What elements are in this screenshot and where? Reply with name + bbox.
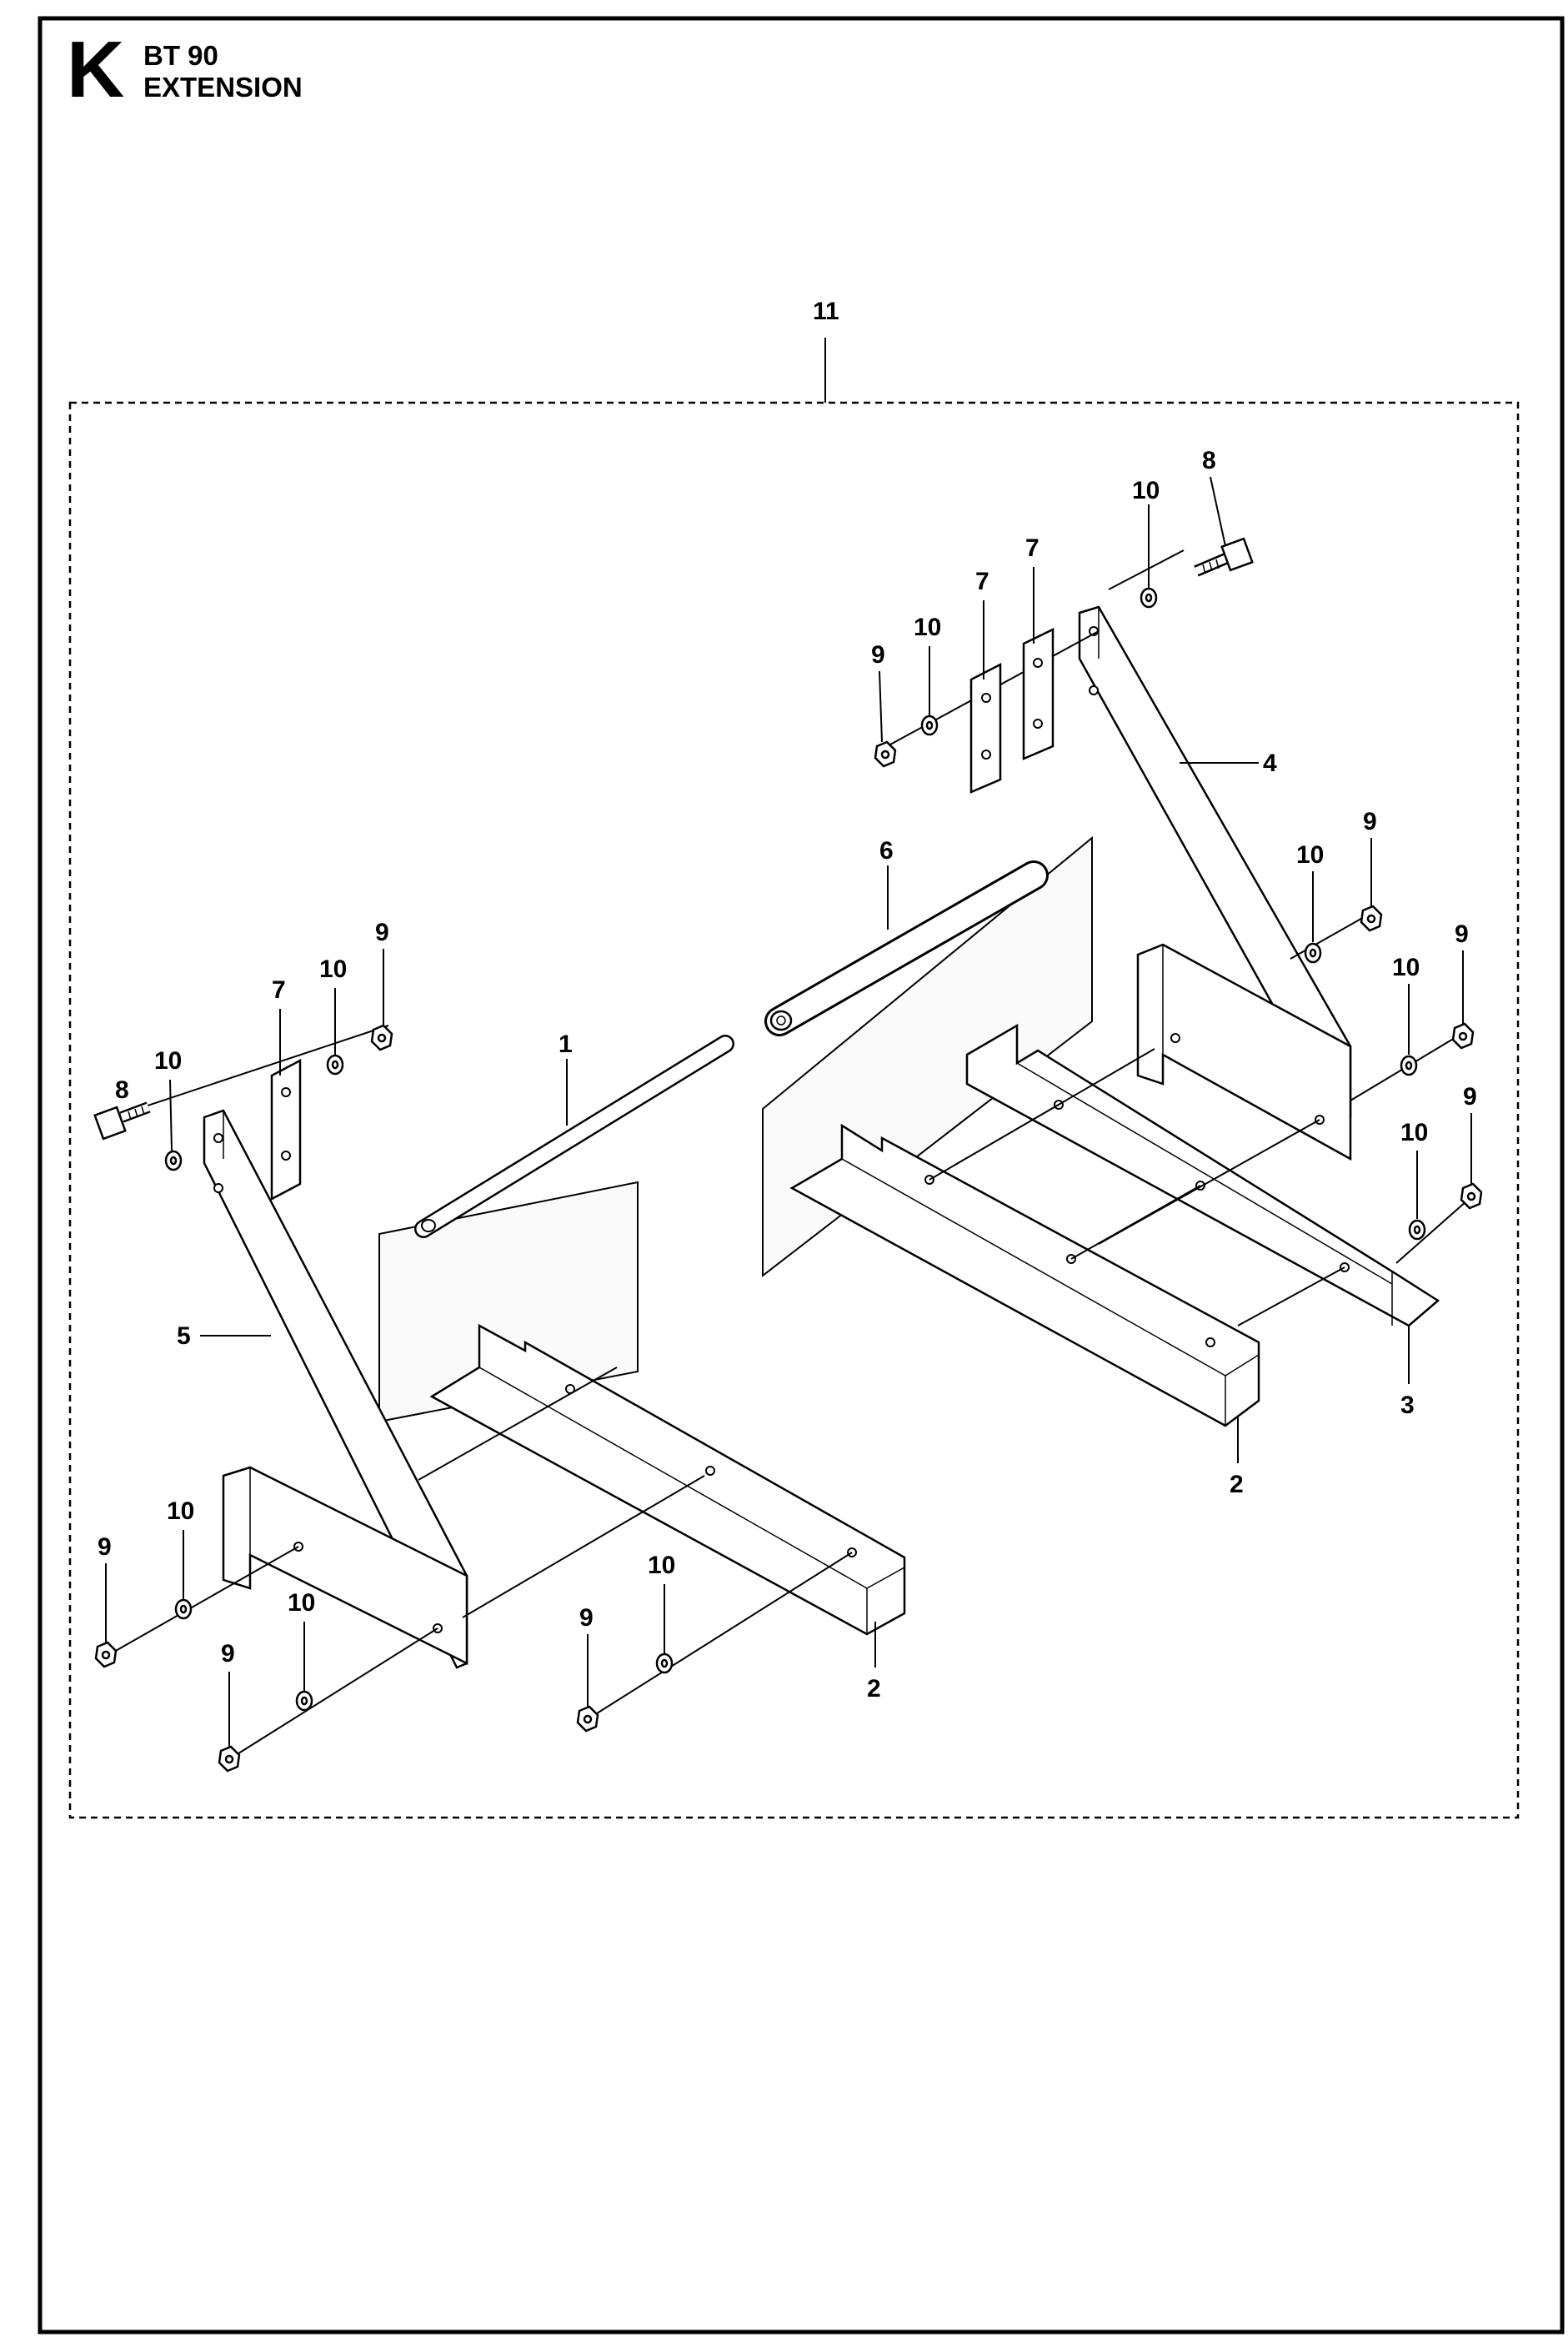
callout-5: 5 [177,1322,191,1350]
model-name: BT 90 [143,40,218,71]
callout-9-g: 9 [221,1640,235,1667]
part-1-rod [414,1035,734,1238]
callout-10-h: 10 [167,1497,194,1525]
callout-2-upper: 2 [1230,1471,1244,1498]
callout-3: 3 [1400,1392,1415,1419]
callout-10-f: 10 [1392,954,1420,981]
callout-9-c: 9 [1363,808,1377,835]
callout-8-left: 8 [115,1076,129,1104]
assembly-lines-left [99,1025,853,1760]
assembly-boundary-dashed [68,401,1520,1819]
callout-10-j: 10 [648,1552,675,1579]
callout-4: 4 [1263,750,1277,777]
callout-8-right: 8 [1202,447,1216,474]
leader-lines [105,476,1472,1747]
callout-7-left: 7 [272,976,286,1004]
callout-10-i: 10 [288,1589,315,1617]
callout-10-b: 10 [319,955,347,983]
callout-10-e: 10 [1296,841,1324,869]
part-2-lower-rail [429,1323,906,1636]
part-10-washers [164,587,1426,1712]
callout-6: 6 [879,837,894,865]
part-7-plate-mid [969,662,1002,794]
plane-left [378,1181,639,1423]
part-8-bolt-left [93,1101,151,1141]
callout-9-f: 9 [98,1533,112,1561]
callout-10-c: 10 [914,614,941,641]
callout-10-d: 10 [1132,477,1160,504]
callout-9-h: 9 [579,1604,594,1632]
callout-1: 1 [559,1031,573,1058]
callout-9-d: 9 [1455,920,1469,948]
section-letter: K [67,25,125,114]
left-base-channel [222,1466,468,1666]
right-base-channel [1136,943,1352,1161]
callout-7-mid: 7 [975,568,989,595]
callout-7-right: 7 [1025,534,1039,562]
part-8-bolt-right [1194,537,1254,577]
callout-10-a: 10 [154,1047,182,1075]
section-subtitle: EXTENSION [143,72,303,103]
callout-11: 11 [813,298,839,325]
outer-border [38,16,1565,2334]
part-2-upper-rail [789,1123,1260,1427]
callout-10-g: 10 [1400,1119,1428,1146]
part-9-nuts [94,740,1483,1773]
part-7-plate-right [1022,628,1055,760]
assembly-lines-right [879,549,1468,1326]
part-3-right-rail [965,1023,1440,1327]
part-6-tube [764,860,1049,1036]
part-7-plate-left [270,1058,302,1201]
callout-2-lower: 2 [867,1675,881,1703]
callout-9-e: 9 [1463,1083,1477,1111]
callout-9-b: 9 [871,641,885,669]
header-title-block: BT 90 EXTENSION [143,40,303,103]
callout-9-a: 9 [375,919,389,946]
